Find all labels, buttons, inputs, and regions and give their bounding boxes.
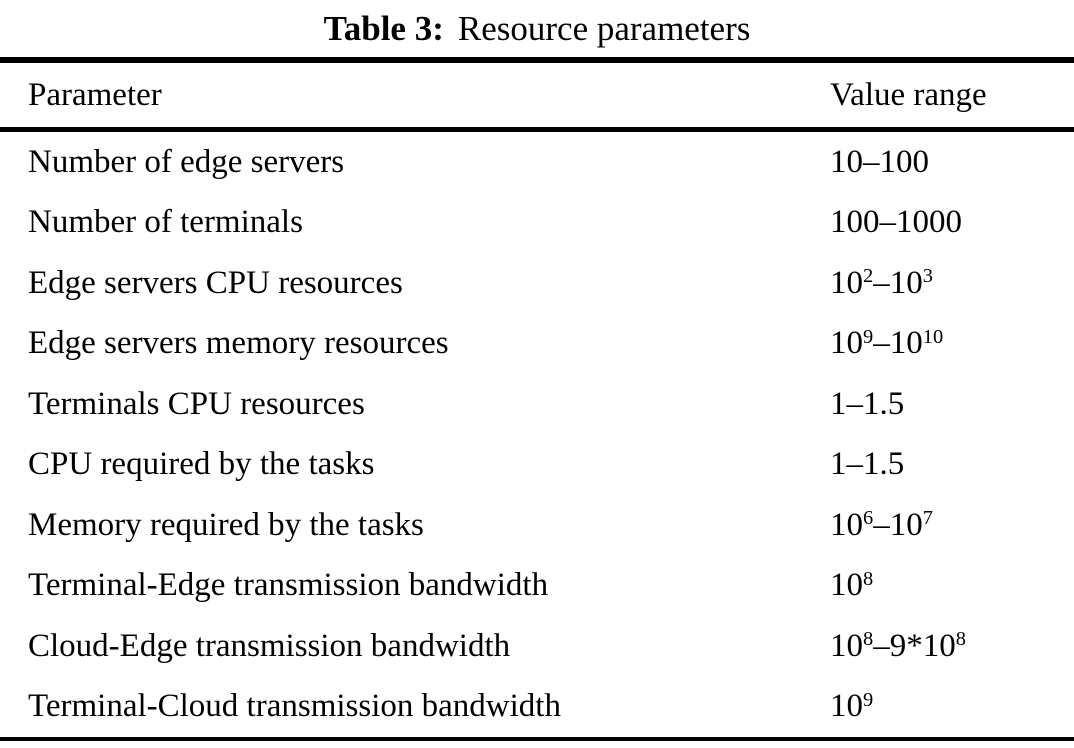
table-row: Number of edge servers 10–100 — [0, 132, 1074, 193]
table-caption-label: Table 3: — [323, 9, 444, 48]
parameter-cell: Terminal-Cloud transmission bandwidth — [28, 688, 561, 725]
table-body: Number of edge servers 10–100 Number of … — [0, 132, 1074, 737]
table-row: Terminals CPU resources 1–1.5 — [0, 374, 1074, 435]
value-cell: 108–9*108 — [830, 627, 966, 664]
table-caption: Table 3: Resource parameters — [0, 5, 1074, 53]
value-cell: 10–100 — [830, 143, 929, 180]
table-row: Memory required by the tasks 106–107 — [0, 495, 1074, 556]
table-row: Number of terminals 100–1000 — [0, 193, 1074, 254]
parameter-cell: Number of terminals — [28, 204, 303, 241]
parameter-cell: Edge servers CPU resources — [28, 264, 403, 301]
table-row: Terminal-Edge transmission bandwidth 108 — [0, 556, 1074, 617]
header-row: Parameter Value range — [0, 63, 1074, 127]
parameter-cell: Terminal-Edge transmission bandwidth — [28, 567, 549, 604]
column-header-value-range: Value range — [830, 76, 987, 113]
parameter-cell: Edge servers memory resources — [28, 325, 449, 362]
value-cell: 109–1010 — [830, 325, 944, 362]
header-rule — [0, 127, 1074, 132]
table-row: CPU required by the tasks 1–1.5 — [0, 435, 1074, 496]
parameter-cell: CPU required by the tasks — [28, 446, 375, 483]
parameter-cell: Memory required by the tasks — [28, 506, 424, 543]
table-row: Edge servers memory resources 109–1010 — [0, 314, 1074, 375]
table-row: Cloud-Edge transmission bandwidth 108–9*… — [0, 616, 1074, 677]
top-rule — [0, 57, 1074, 63]
value-cell: 1–1.5 — [830, 385, 905, 422]
column-header-parameter: Parameter — [28, 76, 162, 113]
table-row: Terminal-Cloud transmission bandwidth 10… — [0, 677, 1074, 738]
value-cell: 108 — [830, 567, 874, 604]
value-cell: 106–107 — [830, 506, 933, 543]
table-row: Edge servers CPU resources 102–103 — [0, 253, 1074, 314]
value-cell: 1–1.5 — [830, 446, 905, 483]
value-cell: 100–1000 — [830, 204, 962, 241]
parameter-cell: Cloud-Edge transmission bandwidth — [28, 627, 511, 664]
table-caption-text: Resource parameters — [457, 9, 751, 48]
parameter-cell: Terminals CPU resources — [28, 385, 365, 422]
parameter-cell: Number of edge servers — [28, 143, 345, 180]
value-cell: 102–103 — [830, 264, 933, 301]
value-cell: 109 — [830, 688, 874, 725]
bottom-rule — [0, 737, 1074, 741]
